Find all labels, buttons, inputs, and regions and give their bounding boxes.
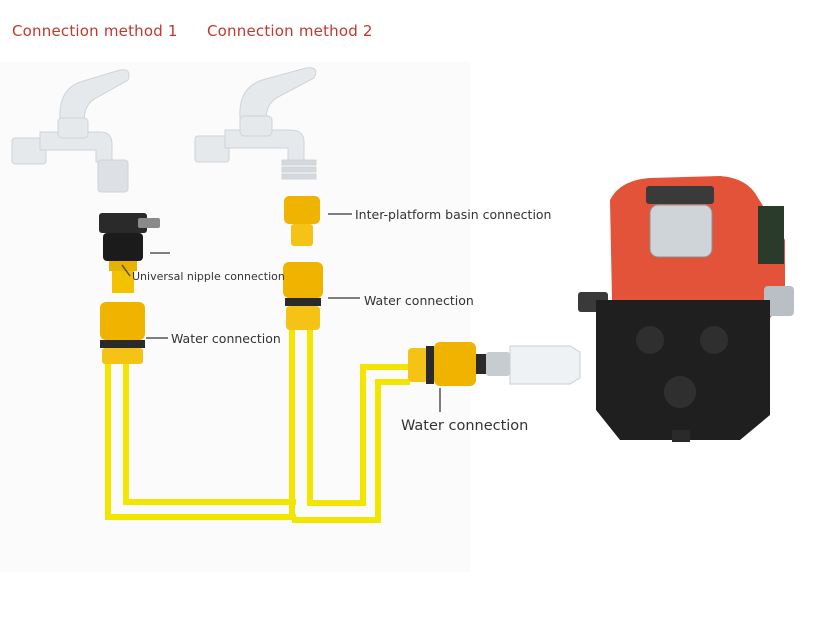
hose-middle-inner [307, 330, 410, 506]
faucet-2-icon [194, 67, 317, 180]
label-water-connection-upper: Water connection [364, 293, 474, 308]
faucet-1-icon [11, 69, 130, 193]
label-pointer-lines [121, 213, 441, 412]
label-water-connection-left: Water connection [171, 331, 281, 346]
water-connector-left-icon [100, 302, 145, 364]
water-connector-pump-icon [408, 342, 581, 386]
label-universal-nipple-connection: Universal nipple connection [132, 270, 285, 283]
inter-platform-connector-icon [284, 196, 320, 246]
label-inter-platform-basin-connection: Inter-platform basin connection [355, 207, 552, 222]
connection-method-1-heading: Connection method 1 [12, 22, 178, 40]
hose-lines [105, 330, 410, 523]
label-water-connection-pump: Water connection [401, 418, 529, 434]
pressure-washer-pump-icon [578, 176, 794, 442]
hose-left-inner [123, 362, 296, 505]
water-connector-middle-icon [283, 262, 323, 330]
connection-method-2-heading: Connection method 2 [207, 22, 373, 40]
hose-middle-outer [292, 379, 410, 523]
hose-left-outer [105, 362, 296, 520]
